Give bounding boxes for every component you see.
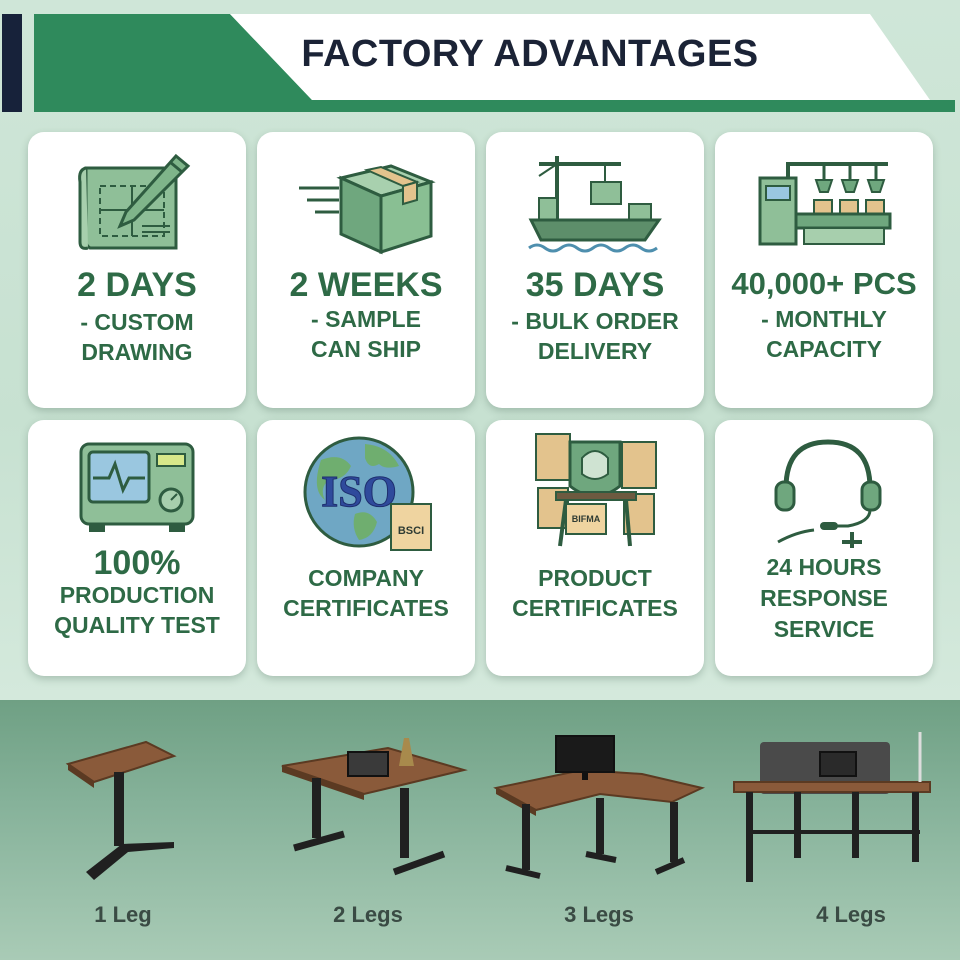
iso-globe-icon: ISO BSCI	[257, 430, 475, 551]
card-description: - SAMPLE CAN SHIP	[311, 306, 421, 362]
card-sample-ship: 2 WEEKS - SAMPLE CAN SHIP	[257, 132, 475, 408]
page-title: FACTORY ADVANTAGES	[301, 32, 759, 75]
iso-badge: ISO	[321, 467, 397, 516]
card-custom-drawing: 2 DAYS - CUSTOM DRAWING	[28, 132, 246, 408]
desk-label-2-legs: 2 Legs	[333, 902, 403, 927]
bsci-badge: BSCI	[398, 525, 424, 537]
testing-equipment-icon	[28, 440, 246, 550]
card-value: 40,000+ PCS	[731, 266, 917, 301]
card-description: PRODUCTION QUALITY TEST	[54, 582, 220, 638]
header-banner: FACTORY ADVANTAGES	[0, 0, 960, 120]
desk-label-4-legs: 4 Legs	[816, 902, 886, 927]
blueprint-pencil-icon	[28, 148, 246, 258]
headset-icon	[715, 432, 933, 548]
desk-4-legs-image	[733, 732, 931, 882]
card-response-service: 24 HOURS RESPONSE SERVICE	[715, 420, 933, 676]
desk-3-legs-image	[493, 735, 706, 879]
desk-1-leg-image	[65, 740, 177, 880]
desk-2-legs-image	[281, 738, 468, 876]
desk-label-3-legs: 3 Legs	[564, 902, 634, 927]
card-bulk-delivery: 35 DAYS - BULK ORDER DELIVERY	[486, 132, 704, 408]
bifma-badge: BIFMA	[572, 514, 601, 524]
production-line-icon	[715, 148, 933, 258]
banner-accent-bar	[2, 14, 22, 112]
card-description: - CUSTOM DRAWING	[80, 309, 194, 365]
desk-label-1-leg: 1 Leg	[94, 902, 152, 927]
card-value: 2 WEEKS	[289, 266, 443, 304]
card-value: 35 DAYS	[525, 266, 665, 304]
card-description: - MONTHLY CAPACITY	[761, 306, 887, 362]
card-description: 24 HOURS RESPONSE SERVICE	[760, 554, 888, 642]
card-monthly-capacity: 40,000+ PCS - MONTHLY CAPACITY	[715, 132, 933, 408]
card-description: COMPANY CERTIFICATES	[283, 565, 449, 621]
card-quality-test: 100% PRODUCTION QUALITY TEST	[28, 420, 246, 676]
card-value: 100%	[93, 544, 181, 582]
card-value: 2 DAYS	[77, 266, 197, 304]
card-description: - BULK ORDER DELIVERY	[511, 308, 679, 364]
card-description: PRODUCT CERTIFICATES	[512, 565, 678, 621]
banner-shape	[34, 14, 955, 112]
card-company-certificates: ISO BSCI COMPANY CERTIFICATES	[257, 420, 475, 676]
certificate-documents-icon: BIFMA	[486, 428, 704, 547]
shipping-box-icon	[257, 148, 475, 258]
cargo-ship-crane-icon	[486, 148, 704, 258]
card-product-certificates: BIFMA PRODUCT CERTIFICATES	[486, 420, 704, 676]
